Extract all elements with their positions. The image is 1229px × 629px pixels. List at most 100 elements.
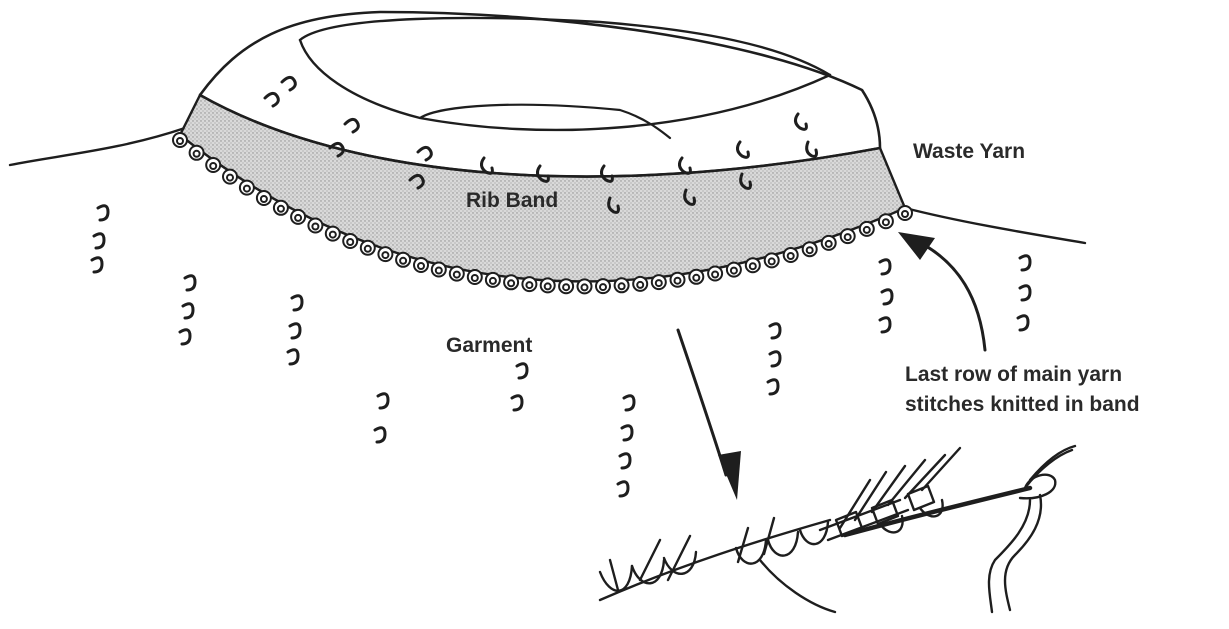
stitch-loop (801, 241, 818, 258)
stitch-loop (782, 247, 799, 263)
stitch-loop (632, 275, 649, 292)
stitch-loop-inner (399, 256, 408, 265)
stitch-loop (172, 132, 188, 148)
waste-yarn-inner-top (298, 16, 832, 77)
stitch-loop-inner (242, 184, 251, 193)
stitch-loop-inner (434, 266, 443, 275)
stitch-loop-inner (488, 276, 497, 285)
rib-band-label: Rib Band (466, 189, 559, 212)
stitch-loop-inner (259, 195, 268, 203)
stitch-loop (395, 251, 412, 268)
stitch-loop-inner (711, 270, 720, 279)
stitch-loop-inner (328, 230, 337, 239)
stitch-loop-inner (294, 213, 303, 222)
stitch-loop (503, 274, 520, 291)
waste-yarn-stitches (263, 75, 818, 214)
stitch-loop-inner (881, 218, 890, 227)
stitch-loop (744, 257, 761, 274)
stitch-loop (359, 239, 376, 256)
waste-yarn-inner-rim (298, 38, 832, 132)
stitch-loop (839, 228, 856, 245)
stitch-loop-inner (417, 262, 425, 270)
stitch-loop (707, 265, 724, 282)
stitch-loop-inner (599, 283, 607, 292)
detail-arrow (676, 328, 741, 500)
stitch-loop-inner (824, 239, 833, 248)
stitch-loop-inner (470, 274, 479, 282)
stitch-loop (413, 257, 429, 273)
stitch-loop-inner (452, 270, 461, 279)
stitch-loop-inner (276, 204, 285, 213)
stitch-loop-inner (805, 246, 814, 255)
stitch-loop (897, 205, 913, 221)
stitch-loop-inner (580, 283, 589, 292)
last-row-label: Last row of main yarn stitches knitted i… (905, 360, 1140, 420)
stitch-loop (222, 168, 238, 185)
stitch-loop-inner (654, 279, 663, 288)
stitch-loop (238, 179, 255, 196)
stitch-loop (858, 220, 875, 237)
stitch-loop-inner (311, 222, 320, 231)
stitch-loop-inner (767, 257, 776, 266)
stitch-loop-inner (209, 162, 218, 170)
stitch-loop-inner (862, 225, 871, 234)
waste-yarn-label: Waste Yarn (913, 140, 1026, 163)
stitch-loop-inner (192, 149, 201, 158)
garment-stitches (90, 204, 1032, 498)
stitch-loop-inner (381, 251, 390, 260)
stitch-loop (290, 208, 307, 225)
stitch-loop (725, 261, 742, 278)
stitch-loop (521, 276, 538, 293)
stitch-loop-inner (562, 283, 571, 292)
stitch-loop-inner (748, 262, 757, 271)
stitch-loop (377, 246, 394, 263)
stitch-loop (595, 278, 611, 295)
stitch-loop (272, 199, 289, 216)
last-row-arrow (898, 232, 987, 352)
stitch-loop (205, 157, 222, 173)
stitch-loop (650, 274, 667, 291)
stitch-loop (430, 261, 447, 278)
stitch-loop (688, 268, 705, 285)
stitch-loop (558, 278, 575, 295)
stitch-loop-inner (786, 252, 795, 260)
stitch-loop-inner (543, 282, 552, 291)
stitch-loop (342, 233, 359, 249)
waste-yarn-inner-floor (418, 103, 672, 140)
stitch-loop-inner (673, 276, 682, 285)
stitch-loop (613, 277, 630, 294)
stitch-loop-inner (176, 137, 184, 145)
stitch-loop-inner (363, 244, 372, 253)
last-row-loops (172, 132, 913, 295)
stitch-loop (324, 225, 341, 242)
stitch-loop (763, 252, 780, 269)
stitch-loop (669, 271, 686, 288)
stitch-loop (576, 278, 593, 295)
stitch-loop (877, 213, 894, 230)
stitch-loop-inner (226, 173, 234, 182)
stitch-loop-inner (346, 238, 355, 246)
stitch-loop (484, 271, 501, 288)
stitch-loop-inner (843, 233, 852, 242)
stitch-loop (820, 234, 837, 251)
stitch-loop-inner (636, 280, 645, 289)
garment-edge-right (903, 206, 1087, 245)
stitch-loop-inner (692, 273, 701, 282)
stitch-loop-inner (525, 281, 534, 290)
garment-label: Garment (446, 334, 533, 357)
stitch-loop-inner (617, 282, 626, 291)
stitch-loop (307, 217, 324, 234)
stitch-loop-inner (901, 210, 909, 218)
stitch-loop (255, 190, 272, 206)
stitch-loop (188, 144, 205, 161)
stitch-loop-inner (507, 279, 516, 288)
stitch-loop (466, 269, 483, 285)
last-row-label-line2: stitches knitted in band (905, 393, 1140, 416)
stitch-loop-inner (729, 266, 738, 275)
waste-yarn-outer (198, 10, 882, 178)
stitch-loop (539, 277, 556, 294)
garment-edge-left (8, 126, 187, 167)
last-row-label-line1: Last row of main yarn (905, 363, 1123, 386)
stitch-loop (448, 265, 465, 282)
